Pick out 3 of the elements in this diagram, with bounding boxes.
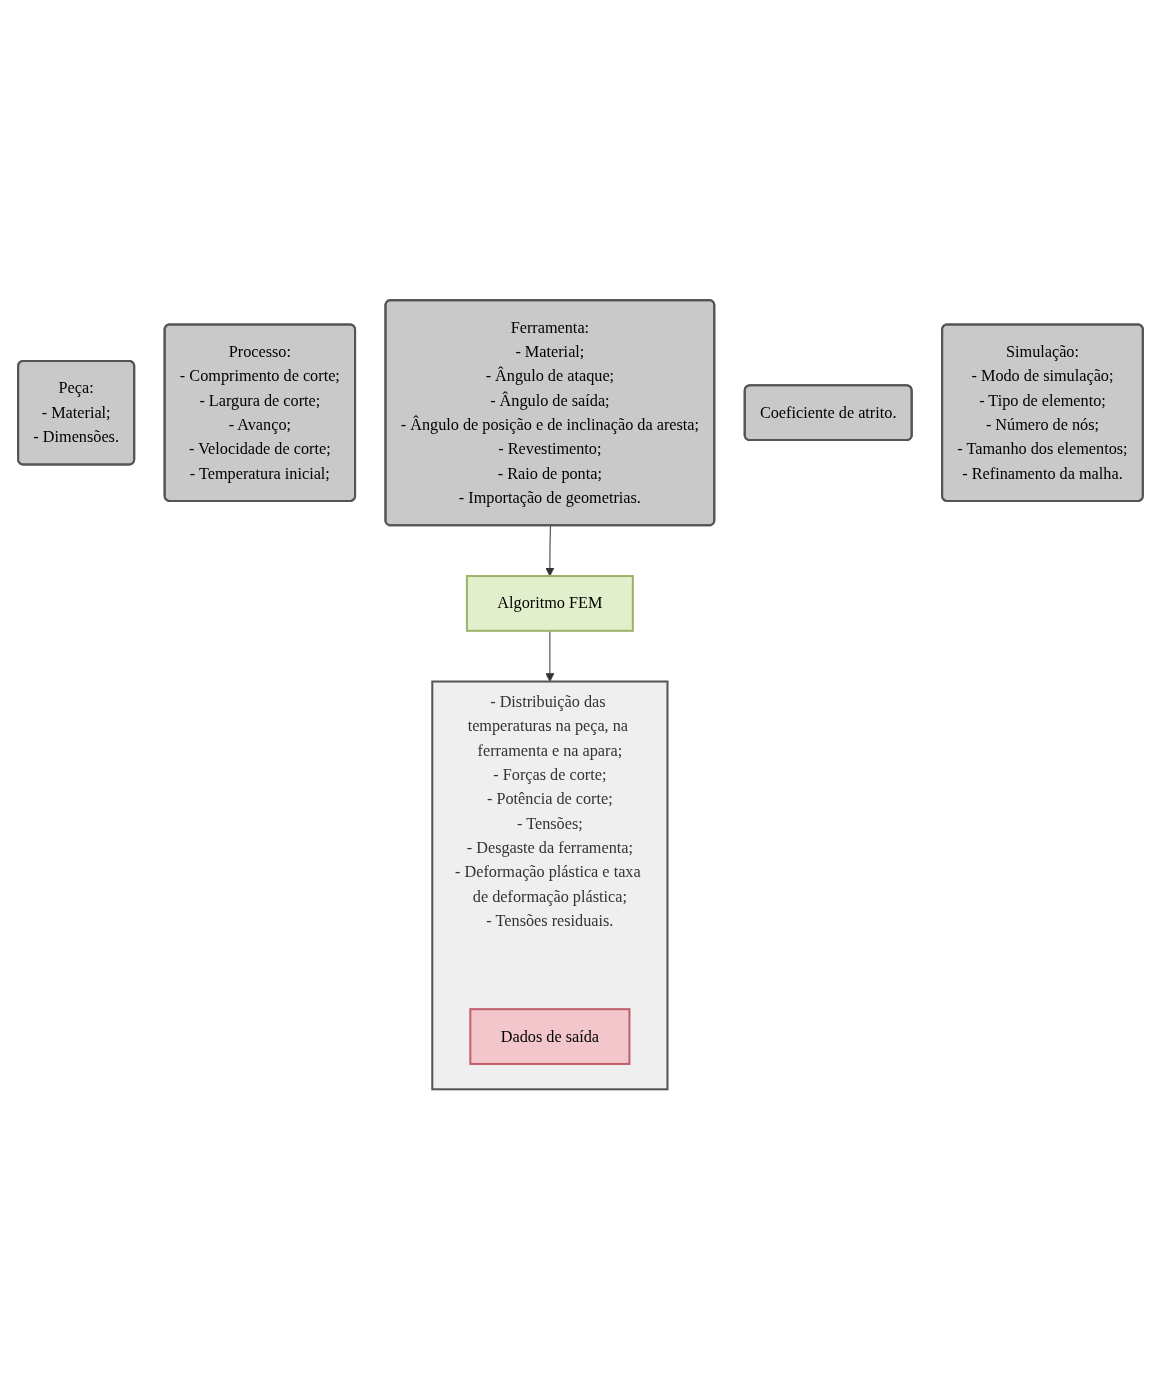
arrow — [545, 630, 555, 682]
node-box: Algoritmo FEM — [465, 574, 634, 632]
node-box: Dados de saída — [469, 1007, 631, 1065]
